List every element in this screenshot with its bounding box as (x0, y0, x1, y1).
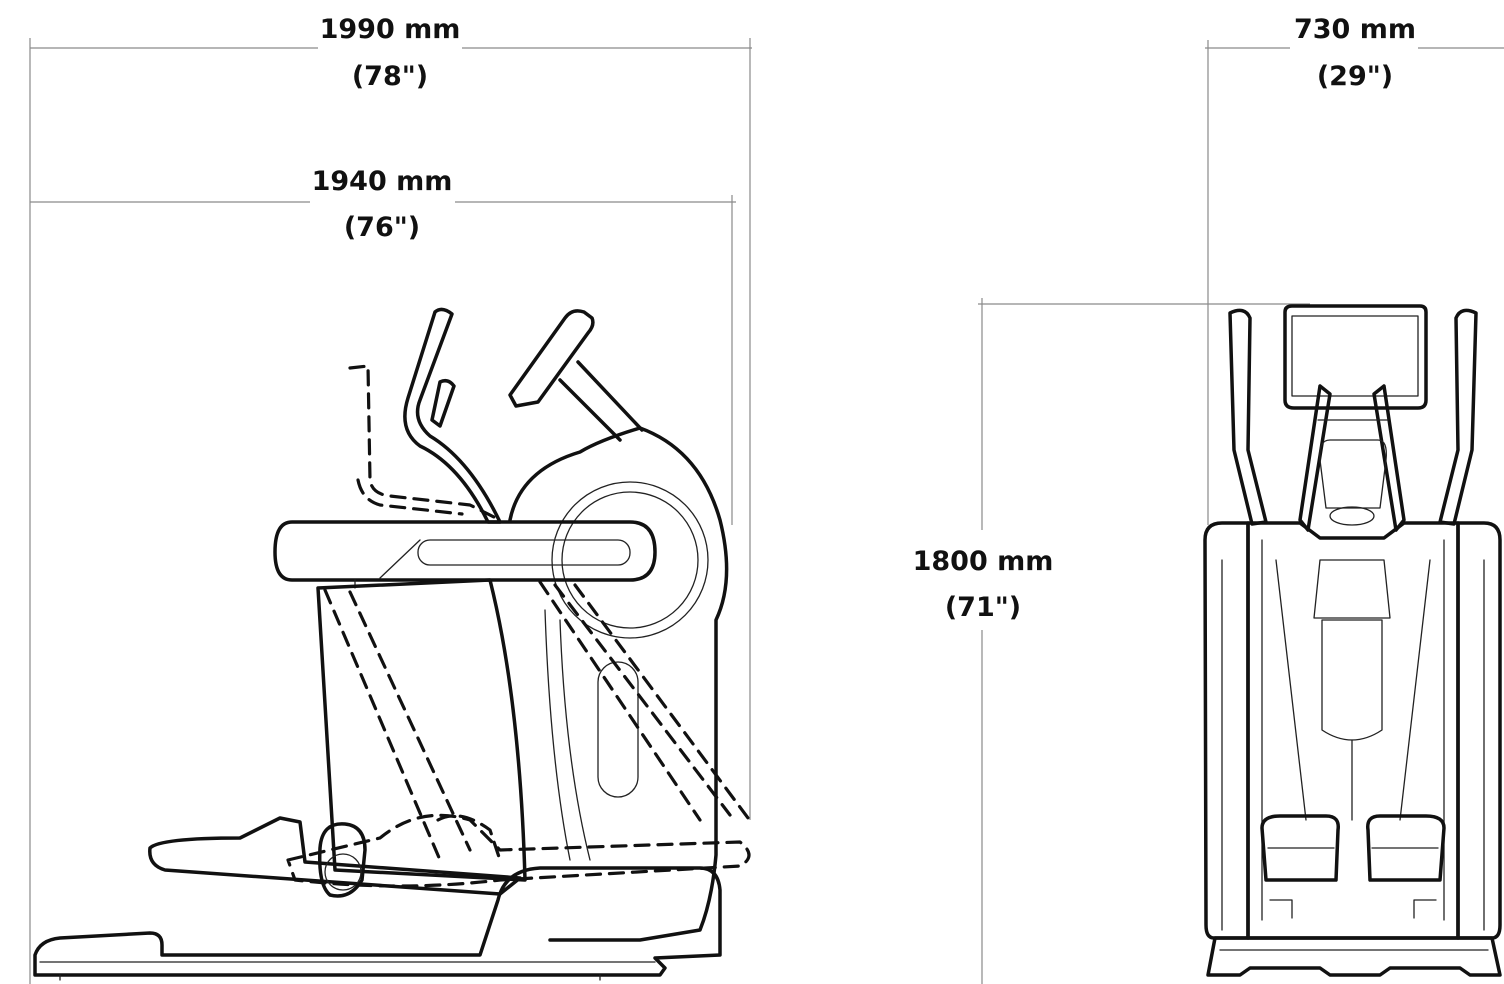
side-alt-handlebar (348, 364, 502, 522)
side-view-machine (33, 307, 751, 981)
side-handlebar-short (430, 378, 456, 428)
front-right-pedal (1366, 814, 1446, 882)
height-mm-label: 1800 mm (913, 546, 1054, 577)
overall-length-dimension (29, 38, 752, 984)
side-alt-swing (323, 580, 750, 862)
side-swing-arm (316, 578, 527, 882)
front-right-housing (1456, 521, 1502, 940)
height-inch-label: (71") (945, 592, 1021, 623)
stride-length-dimension (30, 195, 736, 525)
front-left-handlebar (1228, 308, 1268, 526)
overall-length-inch-label: (78") (352, 61, 428, 92)
height-dimension (978, 298, 1310, 984)
width-dimension (1205, 40, 1504, 525)
width-mm-label: 730 mm (1294, 14, 1416, 45)
overall-length-mm-label: 1990 mm (320, 14, 461, 45)
front-view-machine (1203, 304, 1502, 977)
side-alt-pedal (286, 813, 751, 888)
stride-length-mm-label: 1940 mm (312, 166, 453, 197)
front-left-pedal (1260, 814, 1340, 882)
side-top-arm (273, 520, 657, 582)
width-inch-label: (29") (1317, 61, 1393, 92)
stride-length-inch-label: (76") (344, 212, 420, 243)
front-right-handlebar (1438, 308, 1478, 526)
side-console-post (558, 360, 644, 442)
side-housing (508, 426, 729, 942)
front-console-screen (1283, 304, 1428, 410)
front-center-body (1246, 521, 1460, 940)
side-console-screen (508, 309, 595, 408)
front-left-housing (1203, 521, 1250, 940)
side-foot-plate (148, 816, 522, 896)
side-base (33, 866, 722, 977)
front-base (1206, 936, 1502, 977)
side-handlebar-tall (403, 307, 502, 524)
